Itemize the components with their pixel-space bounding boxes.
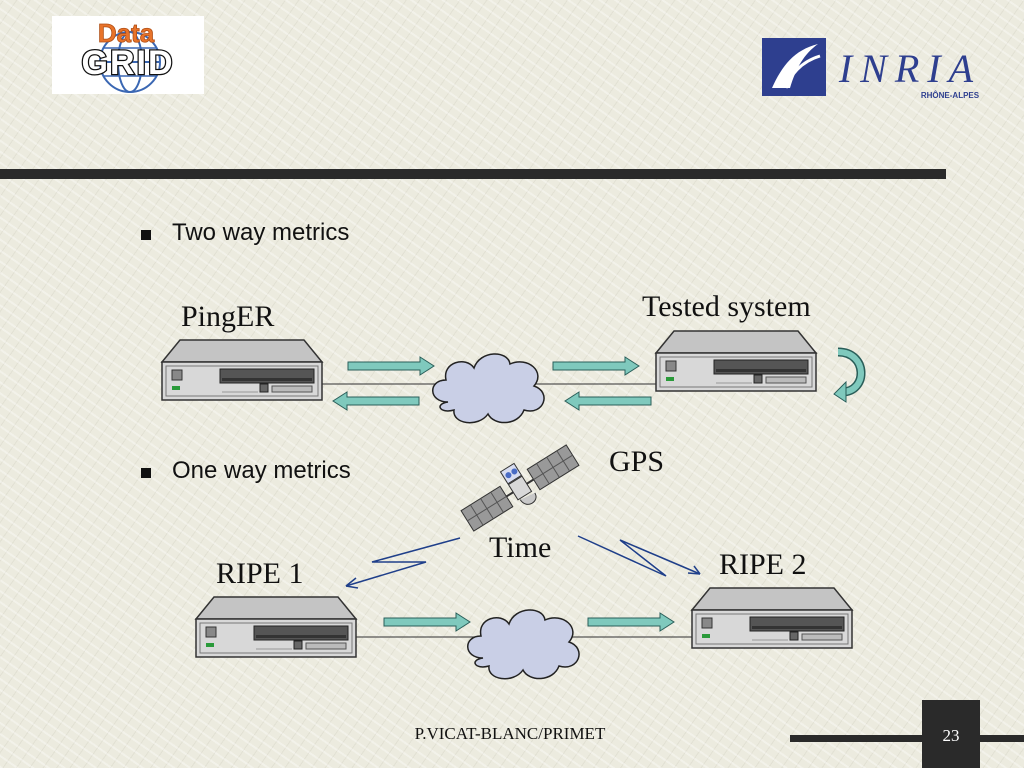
arrow-left-icon	[564, 391, 652, 411]
ripe1-server-icon	[195, 596, 357, 658]
tested-system-server-icon	[655, 330, 817, 392]
inria-logo-subtext: RHÔNE-ALPES	[921, 91, 980, 100]
page-number: 23	[942, 726, 960, 745]
header-rule	[0, 169, 946, 179]
loop-back-arrow-icon	[833, 347, 866, 403]
datagrid-logo-word2: GRID	[82, 44, 175, 82]
pinger-label: PingER	[181, 300, 275, 333]
inria-logo: INRIA RHÔNE-ALPES	[760, 36, 992, 102]
ripe2-label: RIPE 2	[719, 548, 807, 581]
time-signal-left-icon	[345, 537, 461, 589]
arrow-right-icon	[587, 612, 675, 632]
network-cloud-icon	[431, 353, 545, 424]
datagrid-logo: Data GRID	[52, 16, 204, 94]
footer-author: P.VICAT-BLANC/PRIMET	[414, 724, 606, 743]
bullet-marker	[141, 468, 151, 478]
datagrid-logo-word1: Data	[98, 18, 155, 48]
arrow-left-icon	[332, 391, 420, 411]
arrow-right-icon	[347, 356, 435, 376]
time-signal-right-icon	[577, 535, 701, 577]
footer-rule	[980, 735, 1024, 742]
time-label: Time	[489, 531, 552, 564]
bullet-marker	[141, 230, 151, 240]
tested-system-label: Tested system	[642, 290, 811, 323]
pinger-server-icon	[161, 339, 323, 401]
bullet-one-way: One way metrics	[172, 457, 351, 484]
bullet-two-way: Two way metrics	[172, 219, 350, 246]
gps-label: GPS	[609, 445, 665, 478]
footer-rule	[790, 735, 922, 742]
ripe2-server-icon	[691, 587, 853, 649]
ripe1-label: RIPE 1	[216, 557, 304, 590]
inria-logo-text: INRIA	[838, 46, 981, 91]
network-cloud-icon	[466, 609, 580, 680]
gps-satellite-icon	[460, 444, 580, 532]
arrow-right-icon	[383, 612, 471, 632]
arrow-right-icon	[552, 356, 640, 376]
page-number-box	[922, 700, 980, 768]
